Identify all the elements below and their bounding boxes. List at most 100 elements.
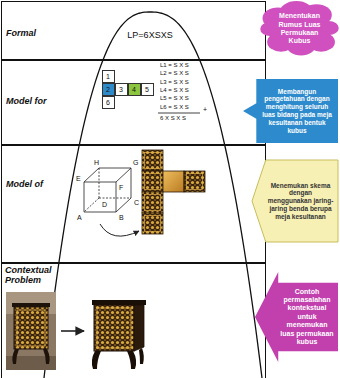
- cube-figure-part: [116, 168, 131, 182]
- photo-net-part: [142, 192, 163, 213]
- table-drawing-part: [127, 351, 136, 369]
- area-term: L5 = S X S: [160, 95, 189, 102]
- area-term: L1 = S X S: [160, 62, 189, 69]
- label-anchor: A: [77, 214, 82, 222]
- face-number: 5: [142, 84, 153, 95]
- cube-figure-part: [116, 198, 131, 212]
- area-sum: 6 X S X S: [160, 115, 186, 122]
- callout-hexagon: Menemukan skema dengan menggunakan jarin…: [252, 160, 338, 242]
- photo-net-part-part: [145, 195, 161, 211]
- table-photo-part: [17, 310, 45, 346]
- table-photo-part: [12, 349, 19, 364]
- table-drawing-part: [134, 305, 144, 351]
- table-drawing-part: [139, 348, 144, 364]
- face-number: 6: [103, 97, 114, 108]
- net-face: 5: [141, 83, 154, 96]
- vertex-letter: E: [76, 175, 81, 183]
- cube-figure-part: [84, 182, 116, 212]
- vertex-letter: F: [119, 184, 123, 192]
- cube-figure-part: [99, 168, 131, 169]
- photo-net-part: [142, 171, 163, 192]
- label-anchor: 6 X S X S: [160, 115, 186, 122]
- table-drawing: [92, 300, 146, 369]
- cube-figure-part: [131, 168, 132, 198]
- label-anchor: L3 = S X S: [160, 79, 189, 86]
- table-photo-part: [12, 303, 50, 307]
- label-anchor: C: [134, 199, 139, 207]
- label-anchor: G: [133, 159, 138, 167]
- face-number: 3: [116, 84, 127, 95]
- callout-text: Contoh permasalahan kontekstual untuk me…: [255, 288, 338, 347]
- table-photo-part: [6, 292, 56, 370]
- photo-net: [142, 150, 205, 234]
- row-band: Model for 12345 6: [1, 59, 266, 146]
- label-anchor: L6 = S X S: [160, 104, 189, 111]
- step-arrow: [61, 330, 84, 332]
- cube-figure-part: [84, 198, 99, 212]
- photo-net-part: [142, 150, 163, 171]
- label-anchor: L2 = S X S: [160, 70, 189, 77]
- table-photo-part: [43, 349, 50, 364]
- vertex-letter: H: [94, 159, 99, 167]
- photo-net-part-part: [187, 174, 203, 190]
- formula: LP=6XSXS: [110, 30, 190, 40]
- area-term: L3 = S X S: [160, 79, 189, 86]
- row-label: Formal: [6, 28, 62, 38]
- table-drawing-part: [94, 305, 134, 351]
- area-term: L4 = S X S: [160, 87, 189, 94]
- net-face: 1: [102, 70, 115, 83]
- vertex-letter: G: [133, 159, 138, 167]
- net-face: 4: [128, 83, 141, 96]
- row-label: Model for: [6, 96, 62, 106]
- row-label: Contextual Problem: [5, 265, 61, 286]
- learning-curve: [41, 12, 266, 378]
- vertex-letter: A: [77, 214, 82, 222]
- callout-cloud: Menentukan Rumus Luas Permukaan Kubus: [261, 2, 338, 56]
- callout-arrow: Contoh permasalahan kontekstual untuk me…: [255, 272, 338, 362]
- table-drawing-part: [97, 308, 131, 348]
- photo-net-part-part: [145, 153, 161, 169]
- row-label: Model of: [6, 179, 62, 189]
- callout-text: Menentukan Rumus Luas Permukaan Kubus: [261, 2, 338, 56]
- table-drawing-part: [92, 300, 146, 305]
- photo-net-part: [142, 213, 163, 234]
- net-face: 2: [102, 83, 115, 96]
- label-anchor: B: [119, 214, 124, 222]
- vertex-letter: C: [134, 199, 139, 207]
- photo-net-part: [145, 153, 203, 232]
- callout-text: Membangun pengetahuan dengan menghitung …: [243, 83, 338, 140]
- vertex-letter: B: [119, 214, 124, 222]
- cube-figure: [84, 168, 131, 212]
- area-term: L2 = S X S: [160, 70, 189, 77]
- vertex-letter: D: [102, 201, 107, 209]
- label-anchor: H: [94, 159, 99, 167]
- callout-outline: [255, 272, 338, 362]
- photo-net-part-part: [145, 174, 161, 190]
- label-anchor: L5 = S X S: [160, 95, 189, 102]
- label-anchor: L4 = S X S: [160, 87, 189, 94]
- photo-net-part-part: [145, 216, 161, 232]
- callout-outline: [252, 160, 338, 242]
- net-face: 3: [115, 83, 128, 96]
- net-face: 6: [102, 96, 115, 109]
- cube-figure-part: [99, 168, 100, 198]
- area-term: L6 = S X S: [160, 104, 189, 111]
- face-number: 2: [103, 84, 114, 95]
- label-anchor: +: [203, 106, 207, 114]
- face-number: 4: [129, 84, 140, 95]
- photo-net-part: [163, 171, 184, 192]
- label-anchor: E: [76, 175, 81, 183]
- table-photo-part: [14, 307, 48, 349]
- sum-rule: [158, 113, 200, 114]
- cube-figure-part: [84, 168, 99, 182]
- cube-figure-part: [99, 198, 131, 199]
- table-photo: [6, 292, 56, 370]
- callout-box: Membangun pengetahuan dengan menghitung …: [243, 79, 338, 143]
- row-band: Contextual Problem: [1, 262, 266, 378]
- cloud-lobe: [260, 22, 280, 36]
- photo-net-part: [184, 171, 205, 192]
- callout-outline: [243, 79, 338, 143]
- callout-shape: [255, 272, 338, 362]
- label-anchor: LP=6XSXS: [110, 30, 190, 40]
